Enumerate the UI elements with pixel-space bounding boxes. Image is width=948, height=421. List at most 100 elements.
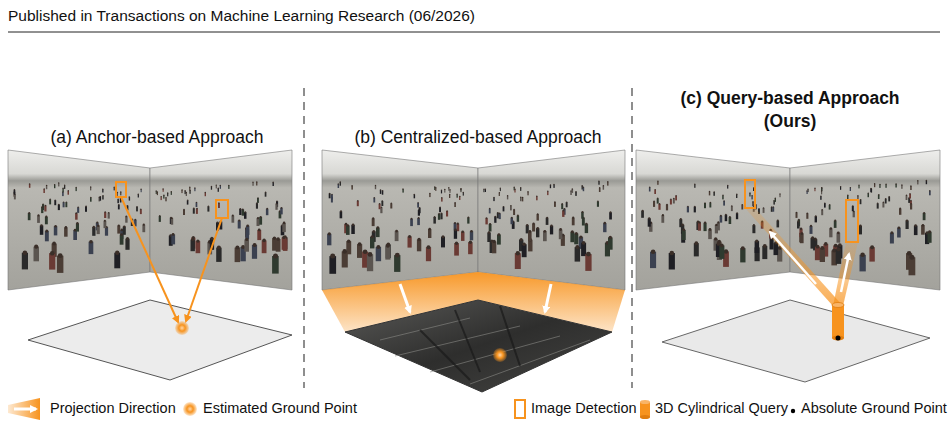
crowd-person	[651, 250, 656, 255]
crowd-person	[218, 202, 219, 203]
crowd-person	[562, 210, 564, 212]
crowd-person	[860, 255, 866, 272]
crowd-person	[196, 202, 198, 207]
crowd-person	[252, 182, 253, 186]
crowd-person	[162, 188, 163, 189]
crowd-person	[438, 214, 440, 220]
crowd-person	[499, 192, 500, 193]
crowd-person	[609, 236, 612, 239]
crowd-person	[217, 246, 221, 250]
camera-image	[790, 150, 940, 290]
crowd-person	[742, 204, 743, 205]
crowd-person	[820, 248, 825, 262]
crowd-person	[550, 184, 551, 185]
bev-shadow	[420, 306, 520, 380]
crowd-person	[917, 181, 918, 185]
crowd-person	[459, 196, 460, 200]
crowd-person	[725, 215, 728, 222]
crowd-person	[257, 198, 259, 203]
crowd-person	[44, 206, 46, 212]
crowd-person	[118, 204, 119, 205]
crowd-person	[196, 208, 198, 210]
legend-text: Image Detection	[531, 400, 637, 417]
crowd-person	[331, 194, 332, 195]
crowd-person	[172, 233, 175, 236]
crowd-person	[607, 182, 608, 186]
crowd-person	[395, 230, 398, 233]
crowd-person	[45, 217, 48, 225]
crowd-person	[102, 196, 104, 200]
crowd-person	[65, 226, 68, 229]
crowd-person	[114, 253, 120, 269]
crowd-person	[681, 223, 684, 226]
crowd-person	[675, 195, 676, 196]
crowd-person	[118, 198, 119, 199]
crowd-person	[165, 197, 166, 198]
crowd-person	[138, 194, 139, 195]
crowd-person	[727, 185, 728, 188]
crowd-person	[522, 244, 527, 257]
crowd-person	[372, 218, 375, 226]
crowd-person	[489, 223, 491, 225]
crowd-person	[751, 196, 752, 200]
crowd-person	[752, 202, 754, 206]
image-detection	[116, 182, 126, 197]
crowd-person	[376, 228, 380, 238]
crowd-person	[511, 218, 514, 225]
crowd-person	[874, 184, 875, 187]
crowd-person	[536, 228, 539, 237]
ground-plane	[28, 300, 292, 380]
crowd-person	[156, 190, 157, 191]
crowd-person	[340, 211, 343, 218]
crowd-person	[28, 212, 30, 214]
crowd-person	[694, 241, 698, 245]
crowd-person	[454, 222, 456, 224]
crowd-person	[570, 191, 572, 195]
crowd-person	[885, 199, 887, 204]
crowd-person	[829, 205, 831, 210]
crowd-person	[252, 245, 257, 259]
crowd-person	[439, 207, 441, 212]
crowd-person	[373, 198, 375, 203]
crowd-person	[497, 235, 501, 245]
crowd-person	[120, 235, 124, 245]
crowd-person	[719, 245, 724, 259]
header-rule	[8, 32, 940, 33]
crowd-person	[108, 213, 110, 219]
crowd-person	[386, 244, 390, 248]
crowd-person	[670, 199, 671, 200]
crowd-person	[57, 256, 64, 273]
crowd-person	[583, 187, 585, 191]
crowd-person	[906, 219, 908, 221]
crowd-person	[40, 226, 44, 235]
crowd-person	[836, 247, 840, 251]
crowd-person	[138, 194, 139, 197]
crowd-person	[610, 211, 612, 213]
crowd-person	[824, 202, 825, 203]
crowd-person	[419, 207, 421, 209]
crowd-person	[814, 188, 815, 189]
crowd-person	[498, 233, 501, 236]
crowd-person	[923, 213, 926, 220]
crowd-person	[709, 191, 710, 192]
crowd-person	[34, 247, 40, 262]
crowd-person	[196, 239, 199, 242]
crowd-person	[428, 229, 431, 238]
crowd-person	[439, 207, 440, 208]
crowd-person	[218, 203, 220, 208]
crowd-person	[357, 201, 359, 206]
crowd-person	[901, 184, 902, 185]
crowd-person	[907, 251, 912, 256]
crowd-person	[127, 205, 128, 206]
crowd-person	[914, 226, 918, 236]
crowd-person	[65, 202, 67, 207]
crowd-person	[189, 190, 190, 193]
crowd-person	[777, 220, 779, 222]
crowd-person	[874, 183, 875, 184]
camera-image	[322, 150, 478, 290]
crowd-person	[257, 197, 258, 198]
crowd-person	[374, 197, 375, 198]
crowd-person	[90, 197, 92, 201]
crowd-person	[282, 223, 286, 232]
crowd-person	[837, 233, 841, 243]
